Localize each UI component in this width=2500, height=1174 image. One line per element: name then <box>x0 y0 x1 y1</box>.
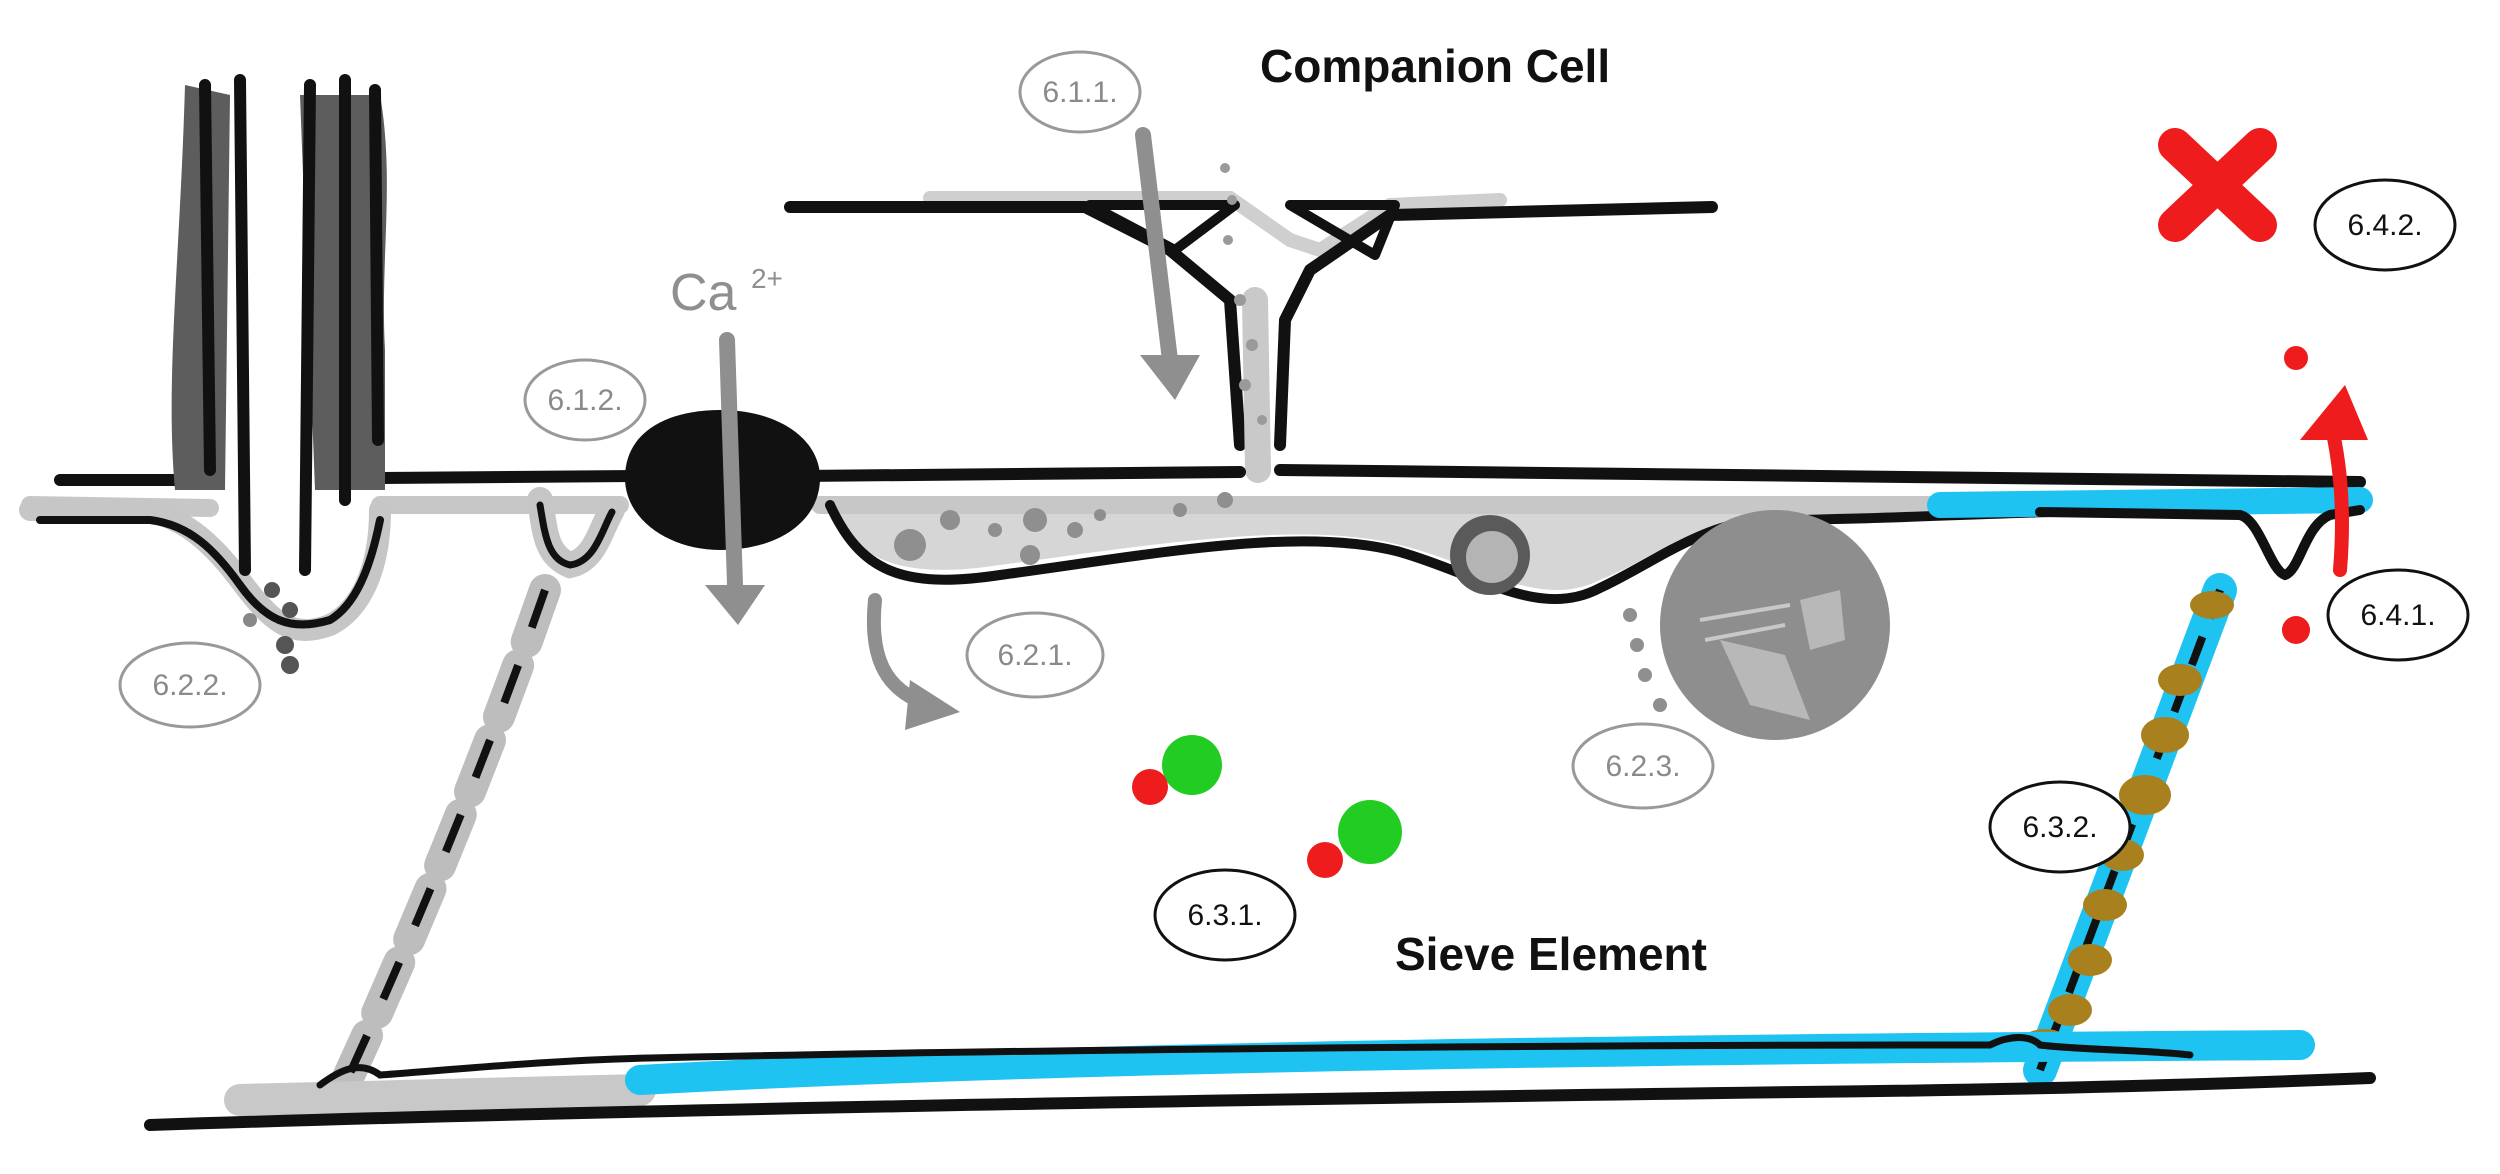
label-6-3-2-text: 6.3.2. <box>2022 811 2097 844</box>
label-6-1-2: 6.1.2. <box>523 358 647 442</box>
companion-cell-membrane-shadow <box>923 191 1507 258</box>
pit-outline <box>36 516 384 629</box>
arrow-6-1-1-shaft <box>1135 127 1178 368</box>
bottom-outline-lower <box>144 1072 2376 1131</box>
arrow-6-2-1-head <box>905 680 960 730</box>
label-6-2-3: 6.2.3. <box>1571 722 1715 810</box>
wall-stripes <box>199 74 384 576</box>
label-6-2-1: 6.2.1. <box>965 611 1105 699</box>
label-6-2-2-text: 6.2.2. <box>152 669 227 702</box>
label-6-3-1-text: 6.3.1. <box>1187 899 1262 932</box>
calcium-channel <box>625 410 820 550</box>
label-6-1-1: 6.1.1. <box>1018 50 1142 134</box>
membrane-shadow <box>21 496 1959 517</box>
companion-cell-title: Companion Cell <box>1260 40 1610 92</box>
callose-top <box>1927 487 2373 518</box>
dashed-wall-left <box>324 574 561 1111</box>
pore-plasmodesma-unit <box>1085 200 1400 260</box>
block-x-icon <box>2158 128 2277 242</box>
calcium-ion-superscript: 2+ <box>751 263 783 294</box>
parietal-organelles <box>894 492 1530 595</box>
protein-complexes <box>1132 735 1402 878</box>
arrow-ca-shaft <box>719 332 743 593</box>
label-6-1-1-text: 6.1.1. <box>1042 76 1117 109</box>
small-pit-outline <box>536 501 616 569</box>
companion-cell <box>784 163 1718 483</box>
left-wall-structure <box>19 74 625 674</box>
calcium-ion-base: Ca <box>670 264 737 322</box>
pit-particles <box>243 582 299 674</box>
label-6-3-1: 6.3.1. <box>1153 868 1297 962</box>
label-6-1-2-text: 6.1.2. <box>547 384 622 417</box>
pit-shadow <box>19 499 391 641</box>
red-particles <box>2282 346 2310 644</box>
plasmodesma-channel <box>1242 287 1271 483</box>
sieve-element-title: Sieve Element <box>1395 928 1707 980</box>
membrane-bottom-right <box>2035 505 2365 581</box>
membrane-top <box>54 464 2366 488</box>
wall-plate-left <box>171 85 230 490</box>
arrows <box>705 127 2368 730</box>
arrow-6-4-1-head <box>2300 385 2368 440</box>
bottom-outline-upper <box>316 1034 2194 1089</box>
arrow-6-1-1-head <box>1140 355 1200 400</box>
label-6-4-1: 6.4.1. <box>2326 568 2470 662</box>
calcium-ion-label: Ca 2+ <box>670 263 783 322</box>
arrow-ca-head <box>705 585 765 625</box>
label-6-2-2: 6.2.2. <box>118 641 262 729</box>
label-6-4-1-text: 6.4.1. <box>2360 599 2435 632</box>
large-vesicle <box>1623 510 1890 740</box>
bottom-membrane <box>144 1030 2376 1131</box>
calcium-channel-body <box>625 410 820 550</box>
label-6-4-2-text: 6.4.2. <box>2347 209 2422 242</box>
dashed-wall-left-line <box>336 588 549 1097</box>
label-6-2-3-text: 6.2.3. <box>1605 750 1680 783</box>
label-6-2-1-text: 6.2.1. <box>997 639 1072 672</box>
bottom-grey <box>224 1074 656 1116</box>
label-6-4-2: 6.4.2. <box>2313 178 2457 272</box>
channel-particles <box>1220 163 1267 425</box>
label-6-3-2: 6.3.2. <box>1988 780 2132 874</box>
